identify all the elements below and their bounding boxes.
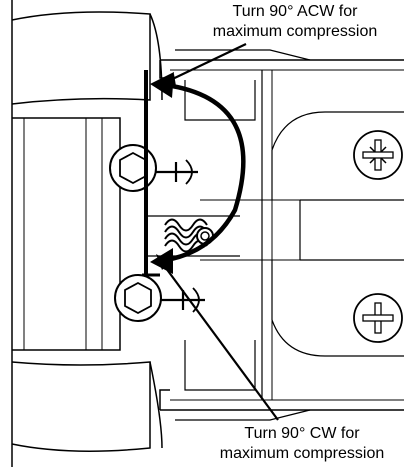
callout-cw-line1: Turn 90° CW for: [244, 425, 360, 442]
callout-acw-line2: maximum compression: [212, 23, 378, 40]
callout-cw-line2: maximum compression: [219, 445, 385, 462]
callout-cw: Turn 90° CW for maximum compression: [206, 424, 398, 464]
hex-adjuster-lower-icon: [114, 274, 205, 322]
leader-lines: [156, 43, 279, 421]
right-bracket: [159, 49, 404, 421]
left-housing: [11, 0, 163, 467]
screw-head-lower-icon: [353, 293, 403, 343]
callout-acw: Turn 90° ACW for maximum compression: [196, 2, 394, 42]
hex-adjuster-upper-icon: [109, 144, 198, 192]
screw-head-upper-icon: [353, 130, 403, 180]
alignment-bar: [142, 70, 160, 277]
callout-acw-line1: Turn 90° ACW for: [232, 3, 358, 20]
